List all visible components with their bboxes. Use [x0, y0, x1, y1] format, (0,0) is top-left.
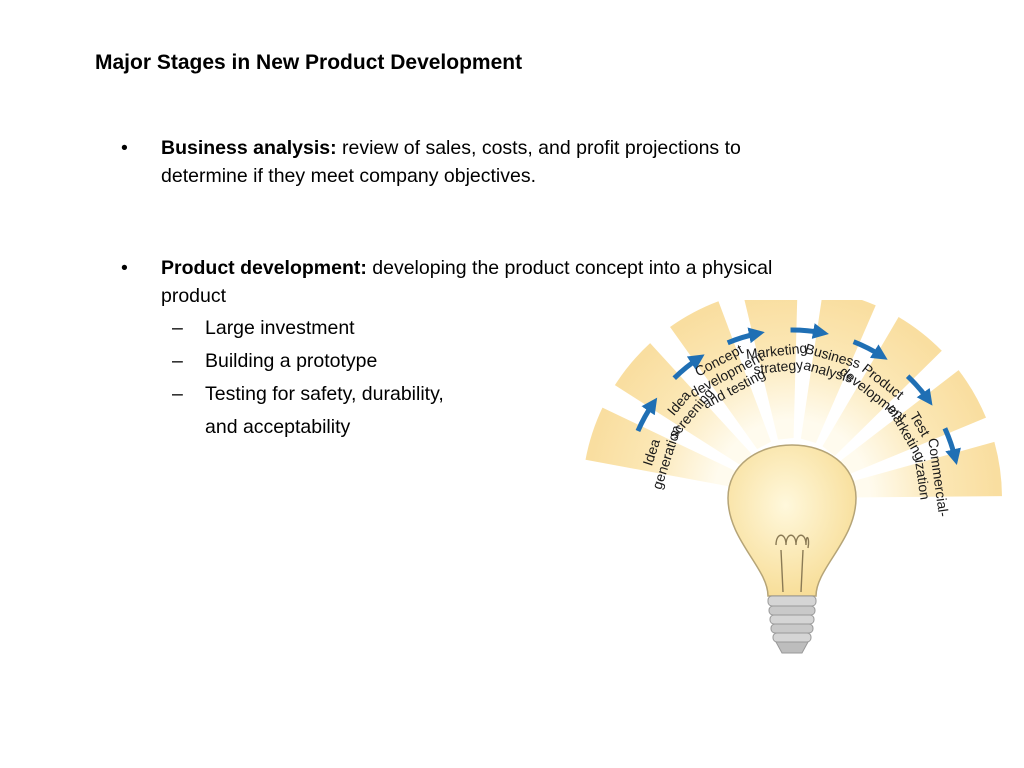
sub-bullet-symbol: –	[172, 350, 183, 372]
sub-bullet-text: and acceptability	[205, 416, 351, 438]
product-development-stages-diagram: IdeagenerationIdeascreeningConceptdevelo…	[585, 300, 1002, 654]
stage-segment	[822, 317, 942, 456]
bullet-term: Product development:	[161, 257, 367, 279]
stage-label-line: ization	[912, 458, 933, 500]
bullet-product-development: • Product development: developing the pr…	[121, 254, 811, 310]
bulb-base	[767, 595, 817, 654]
bullet-term: Business analysis:	[161, 137, 337, 159]
bulb-filament	[775, 534, 810, 593]
bulb-glass	[727, 444, 857, 597]
sub-bullet: – Testing for safety, durability,	[172, 380, 444, 408]
lightbulb-icon	[727, 444, 857, 654]
bullet-text: developing the product concept into a ph…	[161, 257, 773, 307]
bullet-text: review of sales, costs, and profit proje…	[161, 137, 741, 187]
bullet-symbol: •	[121, 137, 128, 159]
stage-segment	[614, 343, 752, 466]
sub-bullet-text: Testing for safety, durability,	[205, 383, 444, 405]
stage-arrow-icon	[905, 374, 933, 406]
stage-arrow-icon	[726, 327, 765, 346]
sub-bullet: – Building a prototype	[172, 347, 378, 375]
stage-segment	[585, 407, 738, 488]
stage-arrow-icon	[852, 339, 888, 360]
stage-arrows	[635, 323, 961, 466]
sub-bullet: – Large investment	[172, 314, 355, 342]
sub-bullet-text: Building a prototype	[205, 350, 378, 372]
stage-arrow-icon	[635, 397, 658, 433]
sub-bullet-symbol: –	[172, 317, 183, 339]
stage-segment	[839, 370, 987, 476]
stage-segment	[670, 301, 771, 450]
sub-bullet-continuation: and acceptability	[205, 413, 350, 441]
bullet-symbol: •	[121, 257, 128, 279]
sub-bullet-symbol: –	[172, 383, 183, 405]
bullet-business-analysis: • Business analysis: review of sales, co…	[121, 134, 811, 190]
stage-arrow-icon	[672, 354, 705, 380]
stage-segment	[849, 441, 1002, 498]
sub-bullet-text: Large investment	[205, 317, 355, 339]
slide-title: Major Stages in New Product Development	[95, 51, 523, 74]
stage-arrow-icon	[942, 427, 961, 466]
stage-label: Marketingstrategy	[745, 340, 809, 378]
stage-label-line: Marketing	[745, 340, 808, 362]
stage-arrow-icon	[790, 323, 829, 339]
stage-label-line: strategy	[753, 356, 804, 377]
